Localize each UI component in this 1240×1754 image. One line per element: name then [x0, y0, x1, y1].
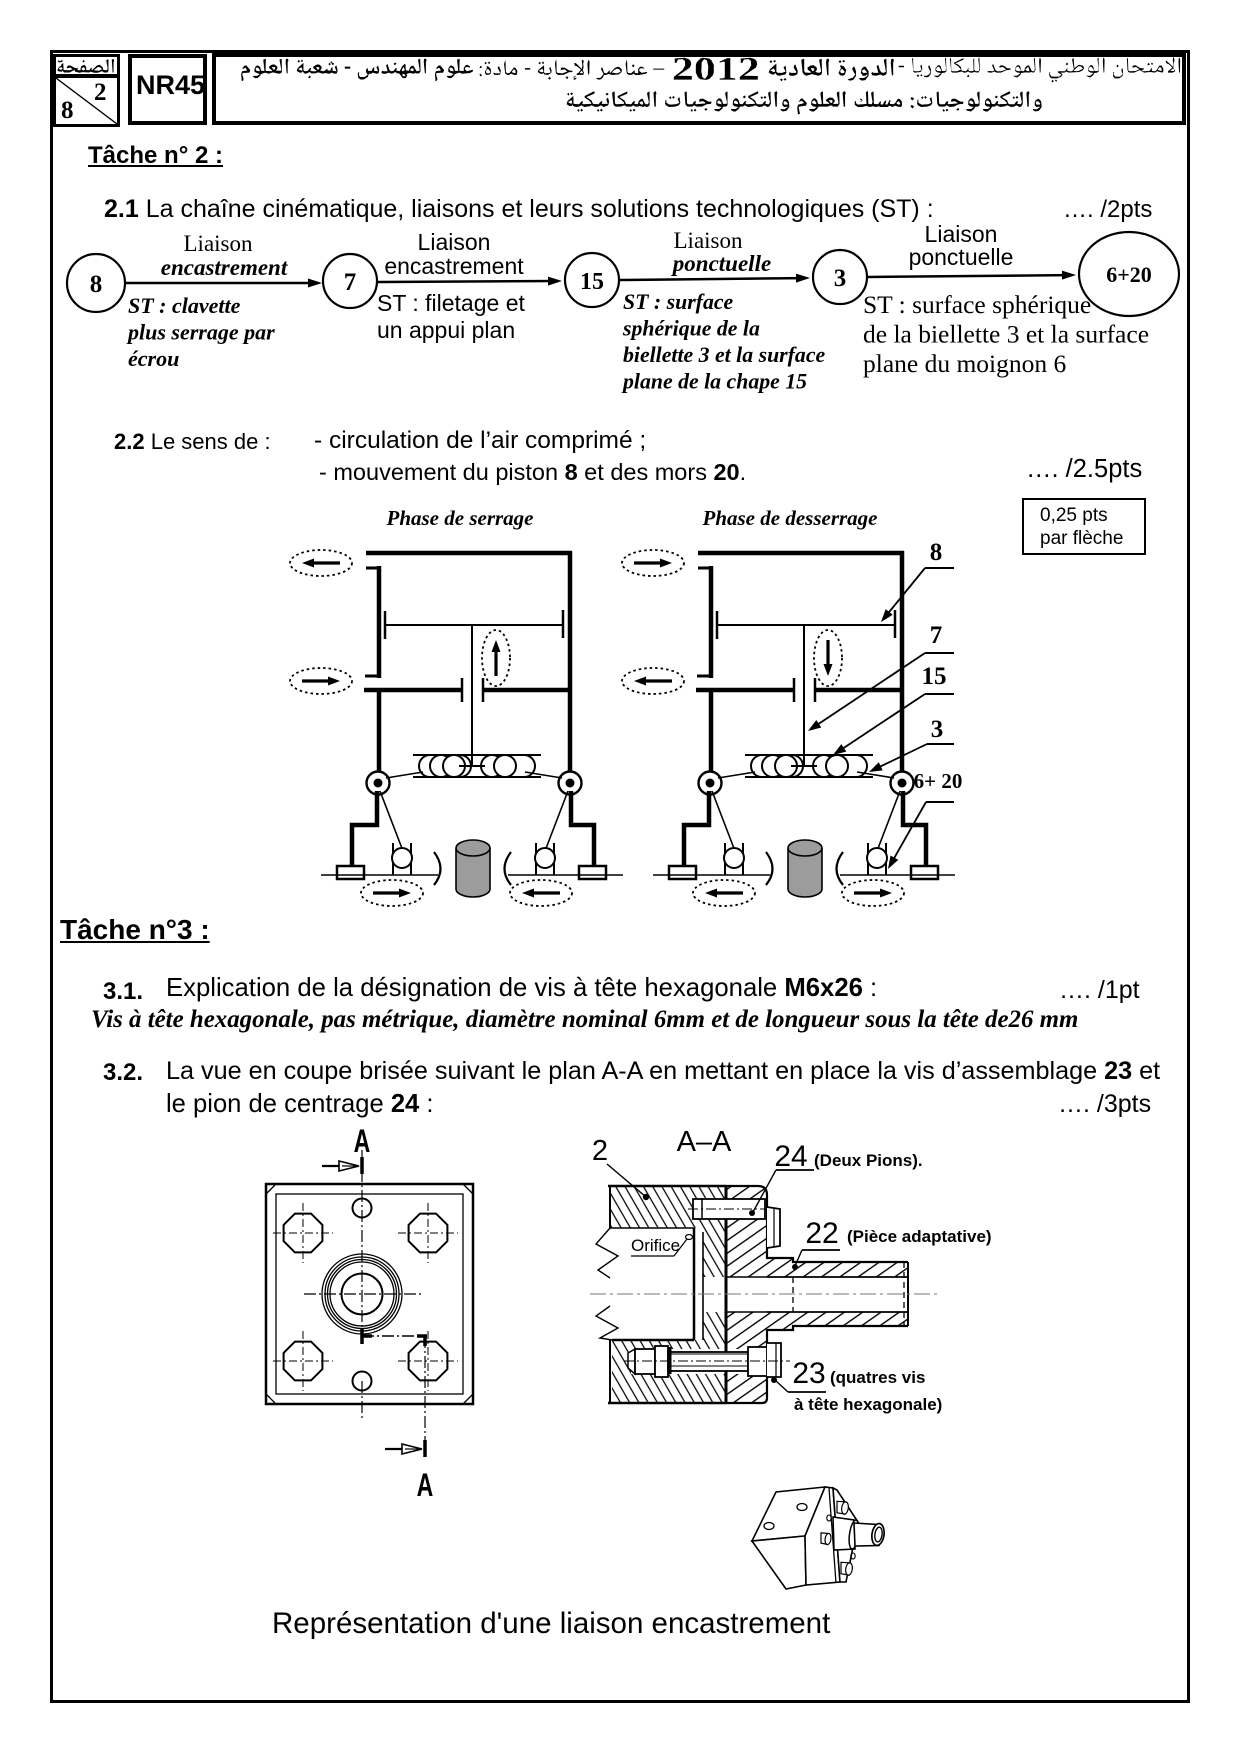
svg-text:15: 15	[922, 663, 947, 690]
svg-text:encastrement: encastrement	[384, 253, 524, 279]
svg-text:écrou: écrou	[128, 346, 179, 371]
svg-text:A–A: A–A	[677, 1126, 732, 1158]
svg-text:ST : surface sphérique: ST : surface sphérique	[863, 290, 1091, 319]
svg-text:(Deux Pions).: (Deux Pions).	[814, 1151, 923, 1170]
svg-text:A: A	[417, 1467, 434, 1503]
svg-text:ponctuelle: ponctuelle	[909, 244, 1014, 270]
svg-text:24: 24	[774, 1140, 807, 1173]
svg-text:22: 22	[805, 1217, 838, 1250]
svg-text:2: 2	[592, 1135, 608, 1167]
svg-text:plane de la chape 15: plane de la chape 15	[621, 370, 807, 394]
svg-text:sphérique de la: sphérique de la	[622, 317, 760, 341]
svg-text:A: A	[354, 1123, 371, 1159]
svg-text:6+ 20: 6+ 20	[914, 769, 963, 793]
svg-text:de la biellette 3 et la surf: de la biellette 3 et la surface	[863, 320, 1149, 349]
svg-text:Liaison: Liaison	[925, 221, 998, 247]
svg-text:plane du moignon 6: plane du moignon 6	[863, 349, 1066, 378]
svg-text:3: 3	[931, 716, 944, 743]
svg-text:15: 15	[580, 269, 604, 295]
svg-text:ST : surface: ST : surface	[623, 290, 734, 314]
svg-text:un appui plan: un appui plan	[377, 317, 515, 343]
svg-text:(quatres vis: (quatres vis	[830, 1368, 925, 1387]
svg-text:7: 7	[344, 269, 357, 296]
svg-text:8: 8	[90, 271, 103, 298]
svg-text:8: 8	[930, 539, 943, 566]
svg-text:plus serrage par: plus serrage par	[126, 320, 275, 345]
svg-text:3: 3	[834, 265, 847, 292]
svg-text:23: 23	[792, 1357, 825, 1390]
svg-text:à tête hexagonale): à tête hexagonale)	[794, 1395, 942, 1414]
svg-text:Liaison: Liaison	[674, 228, 743, 253]
svg-text:encastrement: encastrement	[161, 255, 288, 280]
svg-text:ST : clavette: ST : clavette	[128, 293, 241, 318]
svg-text:ponctuelle: ponctuelle	[671, 251, 771, 276]
svg-text:Orifice: Orifice	[631, 1236, 680, 1255]
svg-text:6+20: 6+20	[1106, 262, 1152, 287]
svg-text:ST : filetage et: ST : filetage et	[377, 290, 525, 316]
svg-text:7: 7	[930, 622, 943, 649]
svg-text:(Pièce adaptative): (Pièce adaptative)	[847, 1227, 992, 1246]
svg-text:biellette 3 et la surface: biellette 3 et la surface	[623, 343, 826, 367]
svg-text:Liaison: Liaison	[184, 231, 253, 256]
svg-text:Liaison: Liaison	[418, 229, 491, 255]
